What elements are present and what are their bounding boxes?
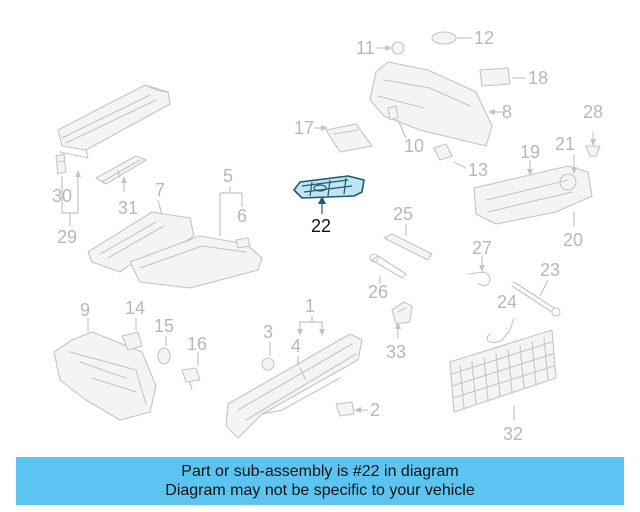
part-cap-3 bbox=[261, 357, 275, 371]
callout-33: 33 bbox=[386, 342, 406, 362]
part-tool-25 bbox=[383, 233, 433, 261]
callout-10: 10 bbox=[404, 136, 424, 156]
callout-27: 27 bbox=[472, 238, 492, 258]
callout-32: 32 bbox=[503, 424, 523, 444]
part-side-trim-8 bbox=[369, 61, 493, 147]
part-fastener-16 bbox=[181, 367, 201, 391]
part-grommet-11 bbox=[391, 41, 405, 55]
callout-24: 24 bbox=[497, 292, 517, 312]
callout-15: 15 bbox=[154, 316, 174, 336]
part-plug-15 bbox=[157, 347, 171, 365]
part-rod-23 bbox=[511, 281, 561, 317]
banner-line-2: Diagram may not be specific to your vehi… bbox=[165, 482, 475, 499]
part-side-panel-9 bbox=[53, 331, 157, 421]
callout-20: 20 bbox=[563, 230, 583, 250]
callout-25: 25 bbox=[393, 204, 413, 224]
part-22-highlighted bbox=[293, 175, 365, 199]
part-lamp-17 bbox=[325, 123, 373, 153]
callout-26: 26 bbox=[368, 282, 388, 302]
callout-14: 14 bbox=[125, 298, 145, 318]
callout-21: 21 bbox=[555, 134, 575, 154]
callout-12: 12 bbox=[474, 28, 494, 48]
part-floor-mat-7 bbox=[87, 211, 195, 273]
part-clip-2 bbox=[335, 401, 355, 417]
callout-4: 4 bbox=[291, 336, 301, 356]
callout-6: 6 bbox=[237, 206, 247, 226]
callout-11: 11 bbox=[356, 38, 375, 58]
callout-5: 5 bbox=[223, 166, 233, 186]
part-cap-12 bbox=[431, 31, 457, 45]
info-banner: Part or sub-assembly is #22 in diagram D… bbox=[16, 457, 624, 505]
callout-7: 7 bbox=[155, 180, 165, 200]
part-clip-30 bbox=[55, 153, 67, 175]
parts-diagram: 30 29 31 7 5 6 11 12 8 18 bbox=[52, 28, 603, 444]
part-panel-18 bbox=[479, 67, 511, 87]
callout-31: 31 bbox=[118, 198, 138, 218]
callout-1: 1 bbox=[305, 296, 315, 316]
part-package-tray bbox=[57, 84, 171, 159]
callout-18: 18 bbox=[528, 68, 548, 88]
part-cargo-net-32 bbox=[449, 329, 557, 413]
callout-23: 23 bbox=[540, 260, 560, 280]
part-cable-24 bbox=[486, 317, 515, 343]
callout-8: 8 bbox=[502, 102, 512, 122]
callout-16: 16 bbox=[187, 334, 207, 354]
part-bracket-33 bbox=[391, 301, 413, 325]
part-bracket-13 bbox=[433, 143, 453, 161]
part-cargo-floor-5 bbox=[129, 235, 263, 289]
callout-30: 30 bbox=[52, 186, 72, 206]
callout-29: 29 bbox=[57, 227, 77, 247]
callout-19: 19 bbox=[520, 142, 540, 162]
callout-2: 2 bbox=[370, 400, 380, 420]
part-sill-plate-1 bbox=[225, 333, 363, 439]
part-clip-14 bbox=[121, 331, 143, 351]
callout-9: 9 bbox=[80, 300, 90, 320]
callout-3: 3 bbox=[263, 322, 273, 342]
banner-line-1: Part or sub-assembly is #22 in diagram bbox=[181, 463, 459, 480]
part-wrench-26 bbox=[369, 253, 407, 279]
callout-13: 13 bbox=[468, 160, 488, 180]
part-trim-31 bbox=[95, 155, 147, 185]
part-clip-10 bbox=[387, 105, 399, 121]
callout-22: 22 bbox=[311, 216, 331, 236]
callout-17: 17 bbox=[294, 118, 314, 138]
callout-28: 28 bbox=[583, 102, 603, 122]
part-hook-27 bbox=[467, 271, 491, 287]
part-clip-6 bbox=[235, 237, 251, 249]
